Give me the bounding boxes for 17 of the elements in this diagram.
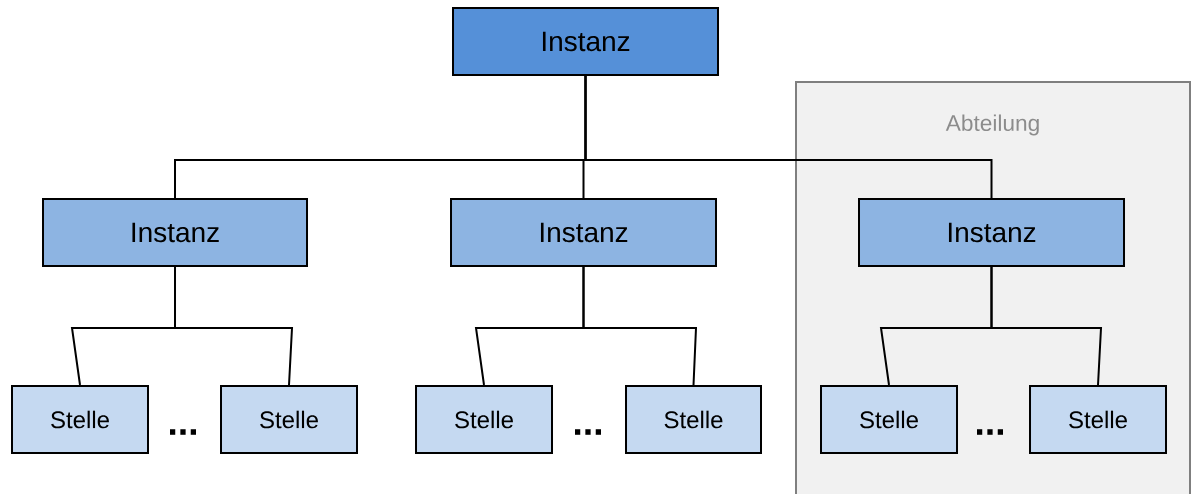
ellipsis: ... [977, 429, 1003, 435]
connector-line [174, 266, 294, 386]
unit-box: Instanz [42, 198, 308, 267]
ellipsis: ... [575, 429, 601, 435]
position-box: Stelle [11, 385, 149, 454]
ellipsis: ... [170, 429, 196, 435]
position-box: Stelle [1029, 385, 1167, 454]
position-box: Stelle [220, 385, 358, 454]
connector-line [990, 266, 1103, 386]
unit-box: Instanz [452, 7, 719, 76]
position-box: Stelle [625, 385, 762, 454]
unit-box: Instanz [450, 198, 717, 267]
position-box: Stelle [415, 385, 553, 454]
unit-box: Instanz [858, 198, 1125, 267]
connector-line [584, 75, 993, 199]
connector-line [582, 266, 698, 386]
position-box: Stelle [820, 385, 958, 454]
